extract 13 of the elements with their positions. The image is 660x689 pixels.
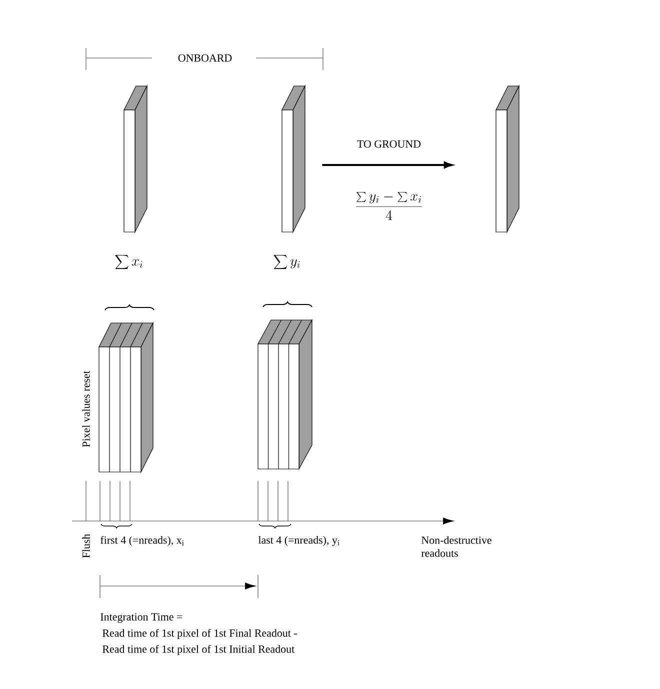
- edge-label: TO GROUND: [356, 139, 422, 149]
- arrow: [322, 162, 452, 168]
- fraction-formula: $\frac{\sum y_i - \sum x_i}{4}$: [356, 192, 422, 220]
- note-text: Read time of 1st pixel of 1st Initial Readout: [102, 644, 295, 656]
- sum-formula: $\sum x_i$: [115, 255, 142, 269]
- label-text: first 4 (=nreads), x$_{i}$: [100, 536, 184, 546]
- label-text: Flush: [82, 534, 90, 558]
- note-text: Integration Time =: [100, 613, 182, 623]
- axis-label: Non-destructive readouts: [421, 536, 492, 557]
- label-text: ONBOARD: [178, 54, 232, 62]
- note-text: Read time of 1st pixel of 1st Final Readout -: [102, 628, 297, 640]
- label-text: last 4 (=nreads), y$_{i}$: [258, 536, 340, 546]
- sum-formula: $\sum y_i$: [274, 255, 300, 269]
